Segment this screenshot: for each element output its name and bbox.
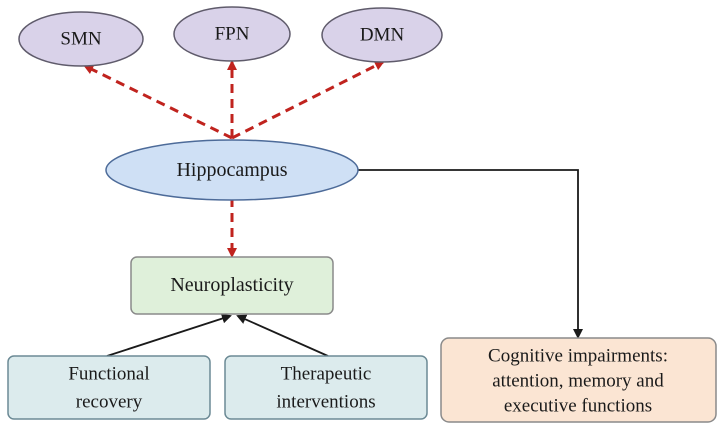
functional-recovery-line-2: recovery <box>76 392 143 413</box>
therapeutic-interventions-line-1: Therapeutic <box>281 364 372 385</box>
arrow-hippocampus-to-dmn <box>231 60 385 140</box>
dmn-label: DMN <box>360 25 405 46</box>
functional-recovery-node: Functional recovery <box>7 355 211 420</box>
neuroplasticity-node: Neuroplasticity <box>130 256 334 315</box>
dmn-node: DMN <box>321 7 443 63</box>
neuroplasticity-label: Neuroplasticity <box>170 274 293 296</box>
arrow-functional-recovery-to-neuroplasticity <box>106 313 232 357</box>
hippocampus-label: Hippocampus <box>176 159 287 181</box>
arrow-hippocampus-to-smn <box>83 64 233 140</box>
fpn-node: FPN <box>173 6 291 62</box>
smn-label: SMN <box>60 29 101 50</box>
arrow-therapeutic-to-neuroplasticity <box>236 314 329 357</box>
hippocampus-node: Hippocampus <box>105 139 359 201</box>
cognitive-impairments-line-1: Cognitive impairments: <box>488 346 668 367</box>
fpn-label: FPN <box>215 24 250 45</box>
cognitive-impairments-line-3: executive functions <box>504 396 652 417</box>
therapeutic-interventions-node: Therapeutic interventions <box>224 355 428 420</box>
functional-recovery-line-1: Functional <box>68 364 149 385</box>
arrow-hippocampus-to-cognitive <box>358 169 583 339</box>
smn-node: SMN <box>18 11 144 67</box>
cognitive-impairments-line-2: attention, memory and <box>492 371 664 392</box>
cognitive-impairments-node: Cognitive impairments: attention, memory… <box>440 337 717 423</box>
therapeutic-interventions-line-2: interventions <box>276 392 375 413</box>
